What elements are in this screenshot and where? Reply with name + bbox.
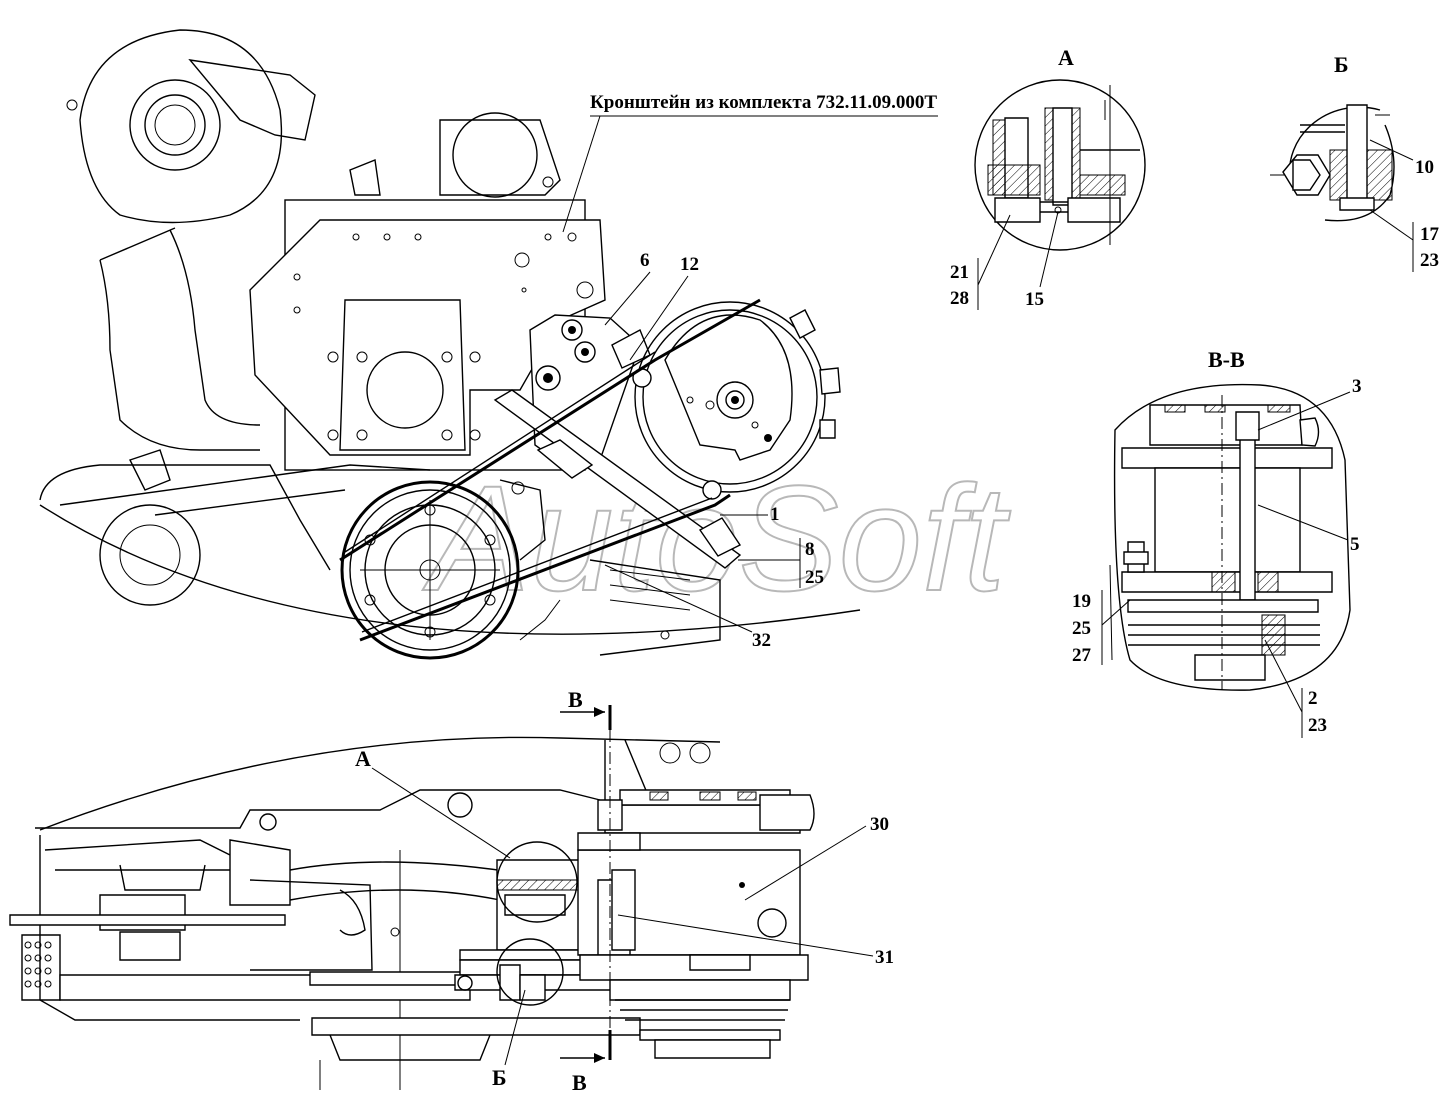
- detail-a-title: А: [1058, 45, 1074, 70]
- callout-19: 19: [1072, 591, 1091, 612]
- callout-2: 2: [1308, 688, 1318, 709]
- bracket-holes: [293, 232, 594, 314]
- callout-23-vv: 23: [1308, 715, 1327, 736]
- callout-3: 3: [1352, 376, 1362, 397]
- detail-b-callouts: 10 17 23: [1369, 139, 1440, 272]
- section-vv-title: В-В: [1208, 347, 1245, 372]
- callout-27: 27: [1072, 645, 1092, 666]
- callout-23-b: 23: [1420, 250, 1439, 271]
- callout-30: 30: [870, 814, 889, 835]
- callout-15: 15: [1025, 289, 1044, 310]
- side-view: [9, 705, 815, 1090]
- fan-holes: [24, 941, 52, 988]
- view-a-mark: А: [355, 746, 371, 771]
- view-b-mark: Б: [492, 1065, 507, 1090]
- callout-28: 28: [950, 288, 969, 309]
- callout-6: 6: [640, 250, 650, 271]
- front-view: [39, 29, 861, 660]
- callout-10: 10: [1415, 157, 1434, 178]
- callout-5: 5: [1350, 534, 1360, 555]
- callout-1: 1: [770, 504, 780, 525]
- section-vv-callouts: 3 5 19 25 27 2 23: [1072, 376, 1362, 738]
- detail-a: А: [974, 45, 1146, 251]
- side-view-callouts: В В А Б 30 31: [355, 687, 894, 1095]
- bracket-caption: Кронштейн из комплекта 732.11.09.000Т: [562, 92, 938, 233]
- bracket-caption-text: Кронштейн из комплекта 732.11.09.000Т: [590, 92, 937, 113]
- callout-32: 32: [752, 630, 771, 651]
- callout-31: 31: [875, 947, 894, 968]
- callout-21: 21: [950, 262, 969, 283]
- callout-17: 17: [1420, 224, 1440, 245]
- callout-25-main: 25: [805, 567, 824, 588]
- section-mark-bottom: В: [572, 1070, 587, 1095]
- detail-a-callouts: 21 28 15: [950, 211, 1059, 310]
- detail-b-title: Б: [1334, 52, 1349, 77]
- callout-12: 12: [680, 254, 699, 275]
- front-view-callouts: 6 12 1 8 25 32: [604, 250, 824, 651]
- callout-8: 8: [805, 539, 815, 560]
- section-mark-top: В: [568, 687, 583, 712]
- detail-b: Б: [1270, 52, 1395, 222]
- callout-25-vv: 25: [1072, 618, 1091, 639]
- section-vv: В-В: [1109, 347, 1351, 691]
